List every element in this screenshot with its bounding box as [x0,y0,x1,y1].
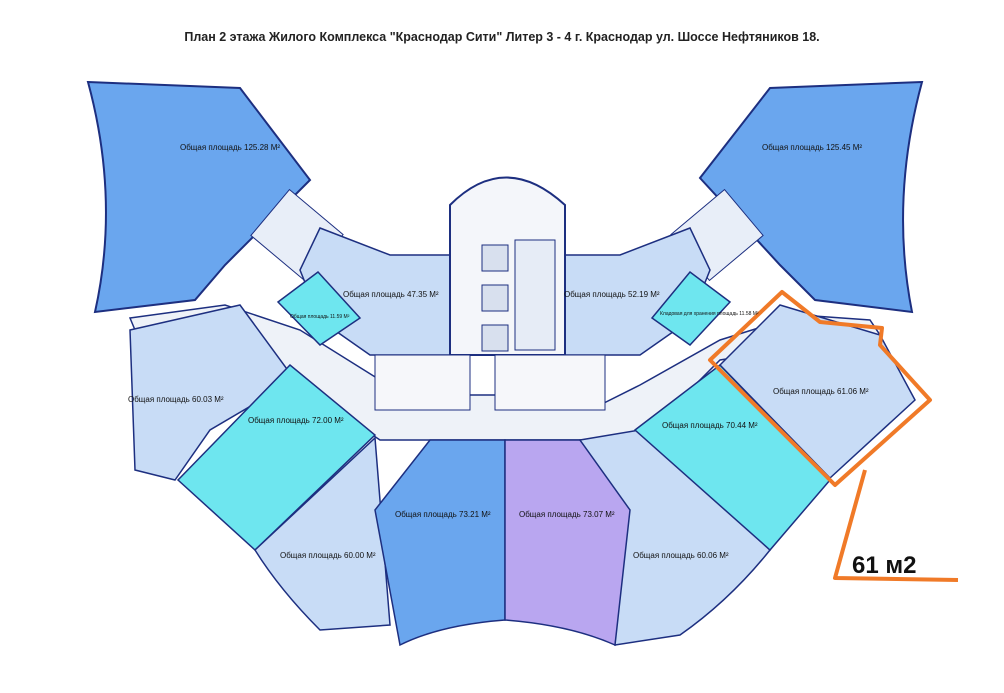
page-title: План 2 этажа Жилого Комплекса "Краснодар… [184,30,820,44]
flat-w-72-00[interactable] [176,363,377,552]
flat-w-60-03[interactable] [129,304,297,481]
flat-sw-60-00[interactable] [254,436,391,631]
elevator-3 [481,324,509,352]
label-n-right: Общая площадь 52.19 М² [564,290,660,299]
label-nw: Общая площадь 125.28 М² [180,143,280,152]
highlight-pointer [833,469,959,582]
label-s-blue: Общая площадь 73.21 М² [395,510,491,519]
callout-area: 61 м2 [852,552,917,579]
label-e-highlight: Общая площадь 61.06 М² [773,387,869,396]
bath-left [374,354,471,411]
highlight-outline [708,290,932,487]
flat-small-11-58[interactable] [650,270,732,346]
label-sw: Общая площадь 60.00 М² [280,551,376,560]
label-s-purple: Общая площадь 73.07 М² [519,510,615,519]
label-small-right: Кладовая для хранения площадь 11.58 М² [660,311,759,317]
label-w-cyan: Общая площадь 72.00 М² [248,416,344,425]
elevator-1 [481,244,509,272]
label-e-cyan: Общая площадь 70.44 М² [662,421,758,430]
flat-small-11-59[interactable] [276,270,362,346]
label-se: Общая площадь 60.06 М² [633,551,729,560]
flat-nw-125-28[interactable] [86,80,312,314]
label-n-left: Общая площадь 47.35 М² [343,290,439,299]
core-stair [514,239,556,351]
flat-se-60-06[interactable] [578,429,772,646]
label-small-left: Общая площадь 11.59 М² [290,314,350,320]
bath-right [494,354,606,411]
label-ne: Общая площадь 125.45 М² [762,143,862,152]
flat-s-73-21[interactable] [374,439,506,647]
label-w-upper: Общая площадь 60.03 М² [128,395,224,404]
flat-ne-125-45[interactable] [698,80,924,314]
elevator-2 [481,284,509,312]
